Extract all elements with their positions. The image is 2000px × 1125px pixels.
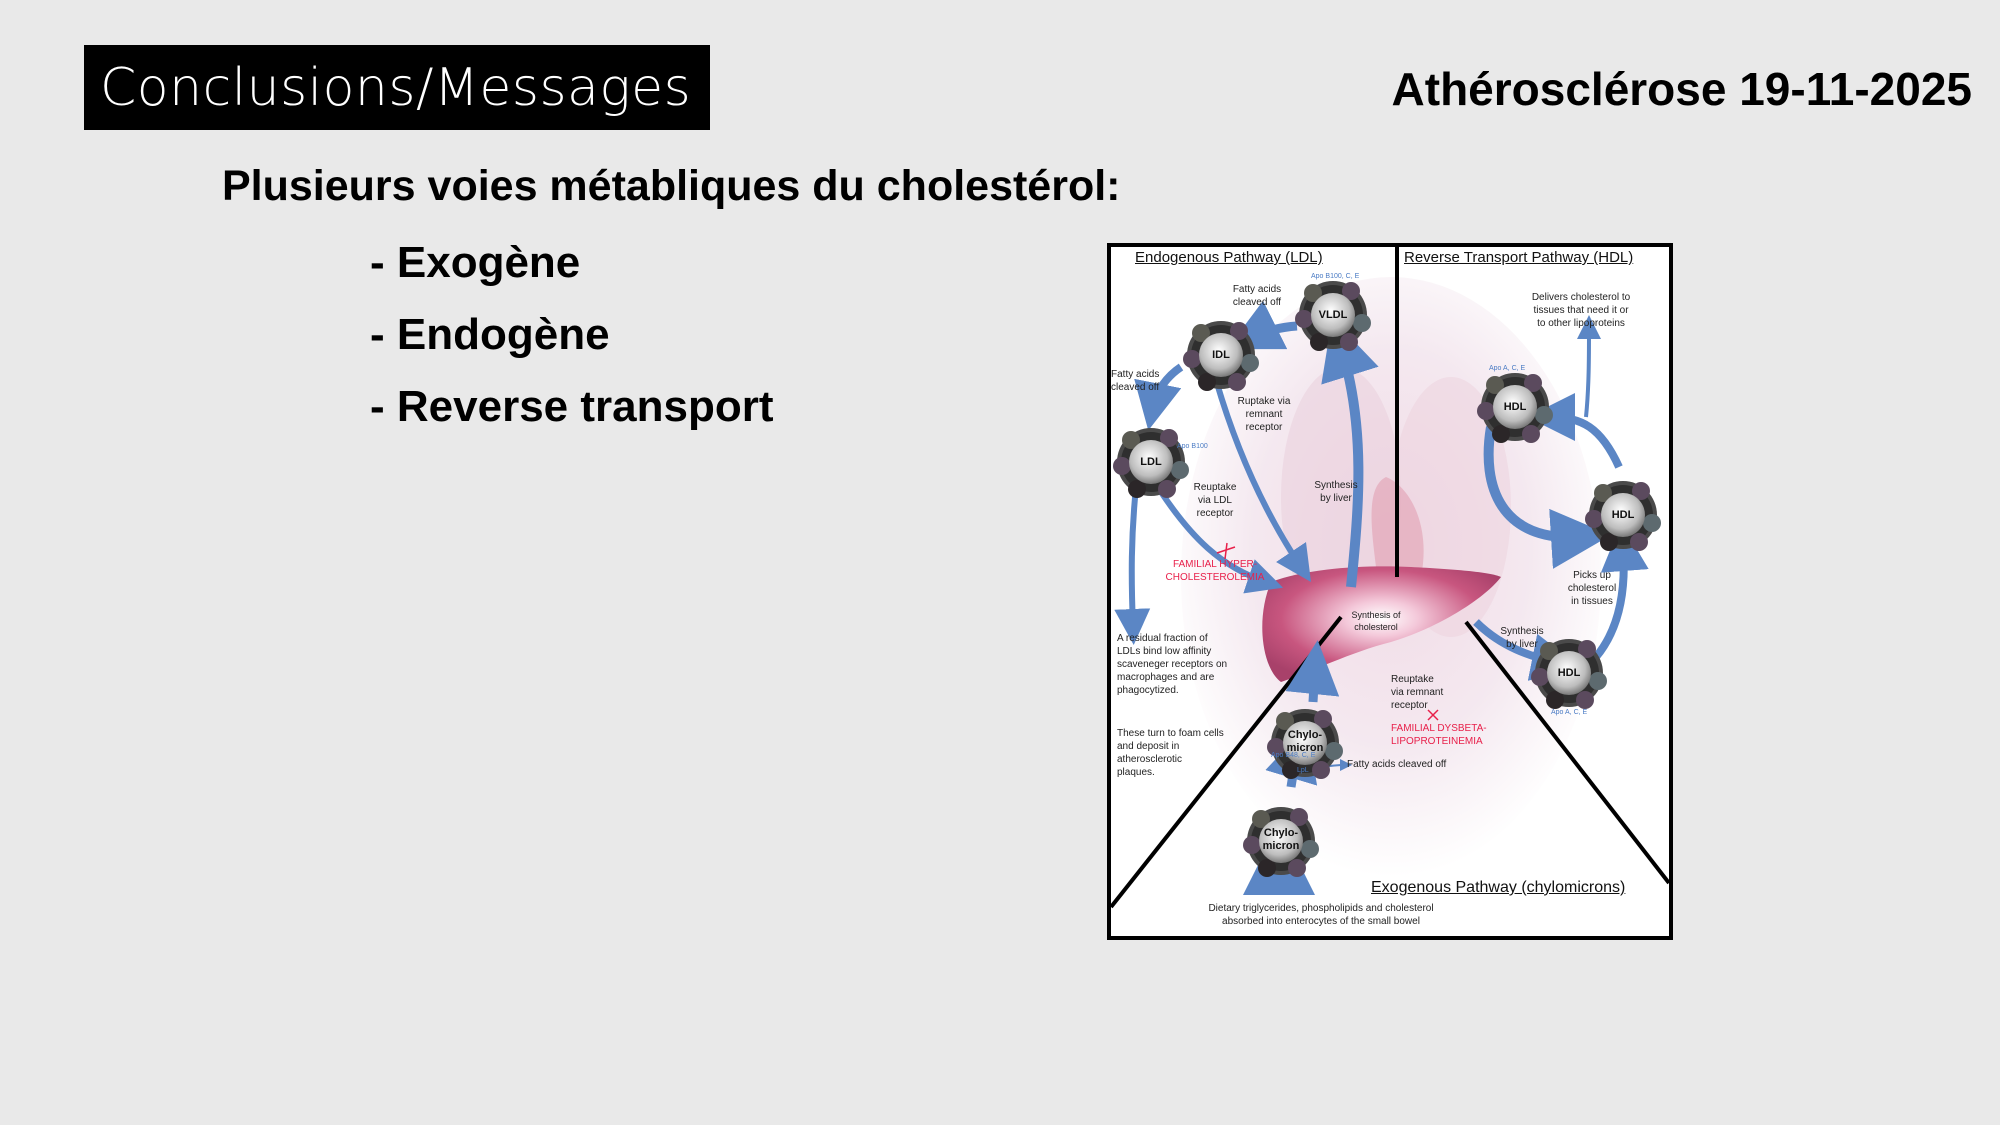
synthesis-of-cholesterol-label: Synthesis of cholesterol: [1351, 610, 1401, 632]
fatty-acids-vldl-label: Fatty acids cleaved off: [1232, 284, 1282, 308]
slide-title: Conclusions/Messages: [84, 45, 710, 130]
synthesis-by-liver-left-label: Synthesis by liver: [1314, 480, 1358, 504]
apo-hdl-bottom-label: Apo A, C, E: [1551, 709, 1588, 716]
apo-chylomicron-label: Apo B48, C, E: [1271, 752, 1316, 759]
slide-header-topic-date: Athérosclérose 19-11-2025: [1391, 63, 1972, 115]
ruptake-remnant-label: Ruptake via remnant receptor: [1237, 396, 1291, 433]
reuptake-ldl-receptor-label: Reuptake via LDL receptor: [1193, 482, 1237, 519]
hdl-bottom-particle-label: HDL: [1557, 667, 1581, 679]
dietary-absorption-label: Dietary triglycerides, phospholipids and…: [1208, 903, 1434, 927]
idl-particle-label: IDL: [1212, 349, 1230, 361]
chylomicron-upper-label: Chylo- micron: [1286, 729, 1324, 754]
apo-ldl-label: Apo B100: [1177, 443, 1208, 450]
picks-up-cholesterol-label: Picks up cholesterol in tissues: [1567, 570, 1617, 607]
cholesterol-pathways-diagram: Endogenous Pathway (LDL) Reverse Transpo…: [1107, 243, 1673, 940]
reuptake-remnant-receptor-label: Reuptake via remnant receptor: [1391, 674, 1444, 711]
chylomicron-lower-label: Chylo- micron: [1262, 827, 1300, 852]
apo-hdl-top-label: Apo A, C, E: [1489, 365, 1526, 372]
diagram-graphics: [1111, 247, 1669, 909]
familial-dysbetalipoproteinemia-label: FAMILIAL DYSBETA- LIPOPROTEINEMIA: [1391, 723, 1487, 747]
apo-vldl-label: Apo B100, C, E: [1311, 273, 1360, 280]
reverse-pathway-title: Reverse Transport Pathway (HDL): [1404, 249, 1634, 266]
fatty-acids-idl-label: Fatty acids cleaved off: [1111, 369, 1160, 393]
endogenous-pathway-title: Endogenous Pathway (LDL): [1135, 249, 1323, 266]
exogenous-pathway-title: Exogenous Pathway (chylomicrons): [1371, 879, 1626, 896]
intro-text: Plusieurs voies métabliques du cholestér…: [222, 162, 1121, 210]
bullet-list: - Exogène - Endogène - Reverse transport: [370, 232, 773, 448]
delivers-cholesterol-label: Delivers cholesterol to tissues that nee…: [1531, 292, 1631, 329]
foam-cells-label: These turn to foam cells and deposit in …: [1117, 728, 1224, 778]
familial-hypercholesterolemia-label: FAMILIAL HYPER- CHOLESTEROLEMIA: [1165, 559, 1265, 583]
lpl-label: LpL: [1297, 767, 1309, 774]
bullet-exogene: - Exogène: [370, 238, 581, 287]
vldl-particle-label: VLDL: [1318, 309, 1348, 321]
bullet-endogene: - Endogène: [370, 310, 610, 359]
synthesis-by-liver-right-label: Synthesis by liver: [1500, 626, 1544, 650]
residual-fraction-label: A residual fraction of LDLs bind low aff…: [1117, 633, 1228, 696]
ldl-particle-label: LDL: [1140, 456, 1162, 468]
hdl-right-particle-label: HDL: [1611, 509, 1635, 521]
fatty-acids-chylomicron-label: Fatty acids cleaved off: [1347, 759, 1447, 770]
hdl-top-particle-label: HDL: [1503, 401, 1527, 413]
bullet-reverse-transport: - Reverse transport: [370, 382, 774, 431]
